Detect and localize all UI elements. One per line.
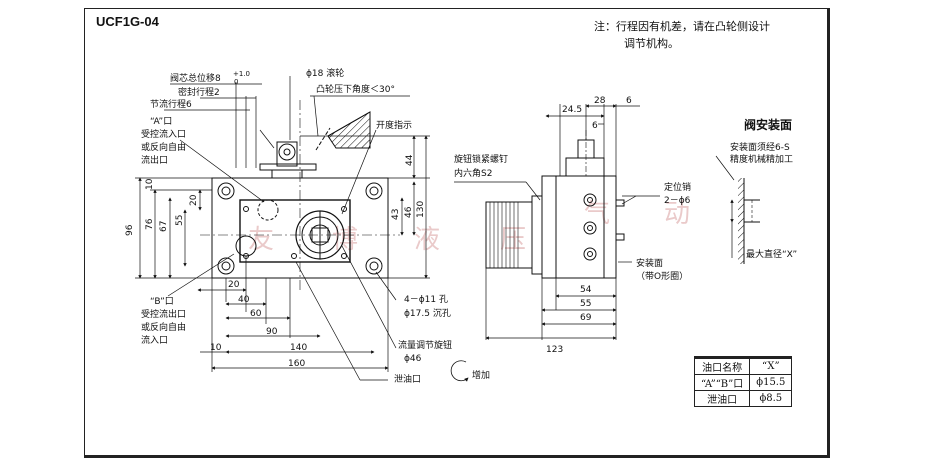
svg-text:凸轮压下角度＜30°: 凸轮压下角度＜30°: [316, 83, 395, 95]
table-header-cell: 油口名称: [693, 356, 751, 375]
svg-text:（带O形圈）: （带O形圈）: [636, 270, 688, 282]
svg-text:2－ϕ6: 2－ϕ6: [664, 196, 691, 206]
svg-text:4－ϕ11 孔: 4－ϕ11 孔: [404, 294, 448, 305]
svg-text:动: 动: [664, 199, 690, 229]
table-cell: “A”“B”口: [693, 374, 751, 391]
svg-text:内六角S2: 内六角S2: [454, 167, 492, 179]
port-a-circle: [257, 199, 279, 221]
svg-text:或反向自由: 或反向自由: [141, 141, 186, 153]
svg-text:节流行程6: 节流行程6: [150, 98, 192, 110]
mounting-holes: [217, 182, 383, 275]
svg-text:ϕ18 滚轮: ϕ18 滚轮: [306, 67, 344, 79]
svg-text:+1.0: +1.0: [233, 70, 250, 78]
svg-text:“B”口: “B”口: [150, 297, 174, 307]
svg-text:开度指示: 开度指示: [376, 119, 412, 131]
svg-text:123: 123: [546, 345, 563, 355]
svg-text:ϕ17.5 沉孔: ϕ17.5 沉孔: [404, 308, 451, 319]
mount-face-view: [715, 155, 760, 264]
svg-text:阀芯总位移8: 阀芯总位移8: [170, 72, 221, 84]
svg-text:受控流出口: 受控流出口: [141, 308, 186, 320]
svg-text:130: 130: [416, 201, 426, 218]
port-size-table: 油口名称 “X” “A”“B”口 ϕ15.5 泄油口 ϕ8.5: [693, 356, 793, 407]
watermark: 友 博 液 压 气 动: [248, 199, 690, 255]
svg-text:24.5: 24.5: [562, 105, 582, 115]
svg-text:友: 友: [248, 225, 274, 255]
leader-lines: [167, 129, 397, 381]
stroke-dimensions: [164, 76, 410, 168]
increase-arrow: [450, 360, 469, 382]
mount-face-labels: 阀安装面 安装面须经6-S 精度机械精加工 最大直径“X”: [730, 117, 797, 260]
table-header-cell: “X”: [749, 356, 793, 375]
table-cell: ϕ15.5: [749, 374, 793, 391]
svg-text:泄油口: 泄油口: [394, 373, 421, 385]
svg-text:67: 67: [159, 221, 169, 232]
svg-text:流量调节旋钮: 流量调节旋钮: [398, 339, 452, 351]
svg-text:安装面须经6-S: 安装面须经6-S: [730, 141, 790, 153]
svg-text:90: 90: [266, 327, 278, 337]
svg-text:96: 96: [125, 224, 135, 236]
side-view: [454, 104, 660, 340]
svg-text:20: 20: [189, 194, 199, 206]
svg-text:6: 6: [592, 121, 598, 131]
cover-plate: [239, 199, 351, 263]
svg-text:55: 55: [175, 215, 185, 226]
svg-text:博: 博: [332, 225, 358, 255]
svg-text:流出口: 流出口: [141, 154, 168, 166]
svg-text:阀安装面: 阀安装面: [744, 117, 792, 132]
table-row: “A”“B”口 ϕ15.5: [693, 374, 793, 391]
svg-text:“A”口: “A”口: [150, 117, 172, 127]
model-title: UCF1G-04: [96, 14, 159, 29]
table-row: 泄油口 ϕ8.5: [693, 390, 793, 407]
roller-assembly: [259, 141, 317, 178]
svg-text:定位销: 定位销: [664, 181, 691, 193]
table-cell: 泄油口: [693, 390, 751, 407]
bottom-dimensions: [197, 256, 389, 372]
table-cell: ϕ8.5: [749, 390, 793, 407]
note-line-2: 调节机构。: [624, 37, 679, 50]
right-dimensions: [300, 135, 430, 279]
svg-text:10: 10: [145, 178, 155, 190]
front-view: [135, 76, 469, 382]
svg-text:54: 54: [580, 285, 592, 295]
svg-text:增加: 增加: [472, 369, 490, 381]
svg-text:精度机械精加工: 精度机械精加工: [730, 153, 793, 165]
svg-text:或反向自由: 或反向自由: [141, 321, 186, 333]
svg-text:压: 压: [500, 225, 526, 255]
svg-text:液: 液: [414, 225, 440, 255]
svg-text:28: 28: [594, 96, 606, 106]
svg-text:6: 6: [626, 96, 632, 106]
svg-text:40: 40: [238, 295, 250, 305]
svg-text:ϕ46: ϕ46: [404, 354, 422, 364]
svg-text:密封行程2: 密封行程2: [178, 86, 220, 98]
svg-text:气: 气: [584, 199, 610, 229]
side-view-labels: 24.5 28 6 6 54 55 69 123 旋钮锁紧螺钉 内六角S2 定位…: [454, 96, 691, 355]
side-screws: [583, 193, 597, 261]
left-dimensions: [135, 177, 212, 279]
svg-text:流入口: 流入口: [141, 334, 168, 346]
svg-text:60: 60: [250, 309, 262, 319]
svg-text:43: 43: [391, 209, 401, 220]
svg-text:安装面: 安装面: [636, 257, 663, 269]
svg-text:受控流入口: 受控流入口: [141, 128, 186, 140]
svg-text:最大直径“X”: 最大直径“X”: [746, 248, 797, 260]
note-line-1: 注：行程因有机差，请在凸轮侧设计: [594, 20, 770, 33]
cam-block: [315, 111, 371, 151]
svg-text:76: 76: [145, 218, 155, 230]
svg-text:55: 55: [580, 299, 591, 309]
table-header-row: 油口名称 “X”: [693, 356, 793, 375]
svg-text:20: 20: [228, 280, 240, 290]
svg-text:140: 140: [290, 343, 307, 353]
svg-text:10: 10: [210, 343, 222, 353]
front-view-labels: 阀芯总位移8 +1.0 0 密封行程2 节流行程6 ϕ18 滚轮 凸轮压下角度＜…: [125, 67, 490, 385]
svg-text:46: 46: [404, 206, 414, 218]
svg-text:0: 0: [234, 78, 238, 86]
svg-text:160: 160: [288, 359, 305, 369]
svg-text:旋钮锁紧螺钉: 旋钮锁紧螺钉: [454, 153, 508, 165]
svg-text:69: 69: [580, 313, 592, 323]
svg-text:44: 44: [405, 154, 415, 166]
